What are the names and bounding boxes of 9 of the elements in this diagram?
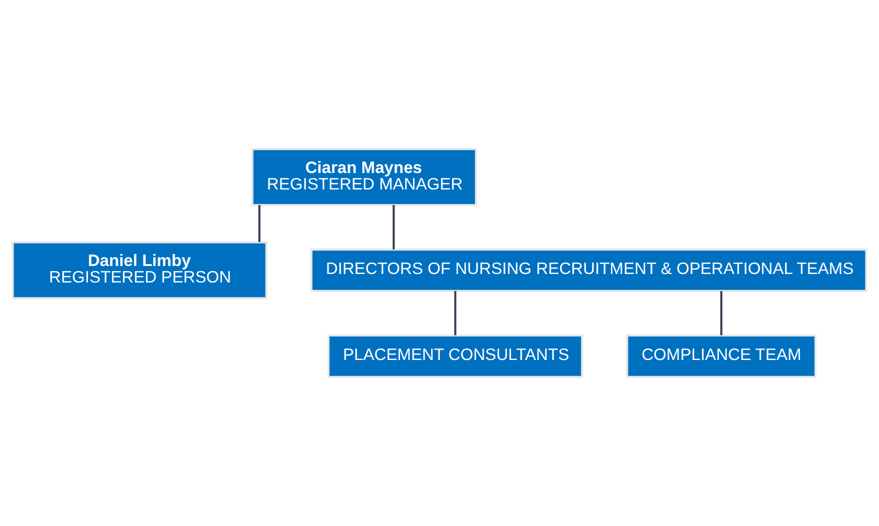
- node-box: PLACEMENT CONSULTANTS: [327, 334, 584, 378]
- connector: [720, 291, 722, 336]
- connector: [258, 205, 260, 242]
- node-box: Ciaran Maynes REGISTERED MANAGER: [251, 148, 478, 206]
- node-box: COMPLIANCE TEAM: [626, 334, 817, 378]
- node-box: DIRECTORS OF NURSING RECRUITMENT & OPERATIONAL TEAMS: [310, 248, 868, 292]
- node-box: Daniel Limby REGISTERED PERSON: [12, 241, 268, 300]
- connector: [454, 291, 456, 336]
- connector: [392, 205, 395, 250]
